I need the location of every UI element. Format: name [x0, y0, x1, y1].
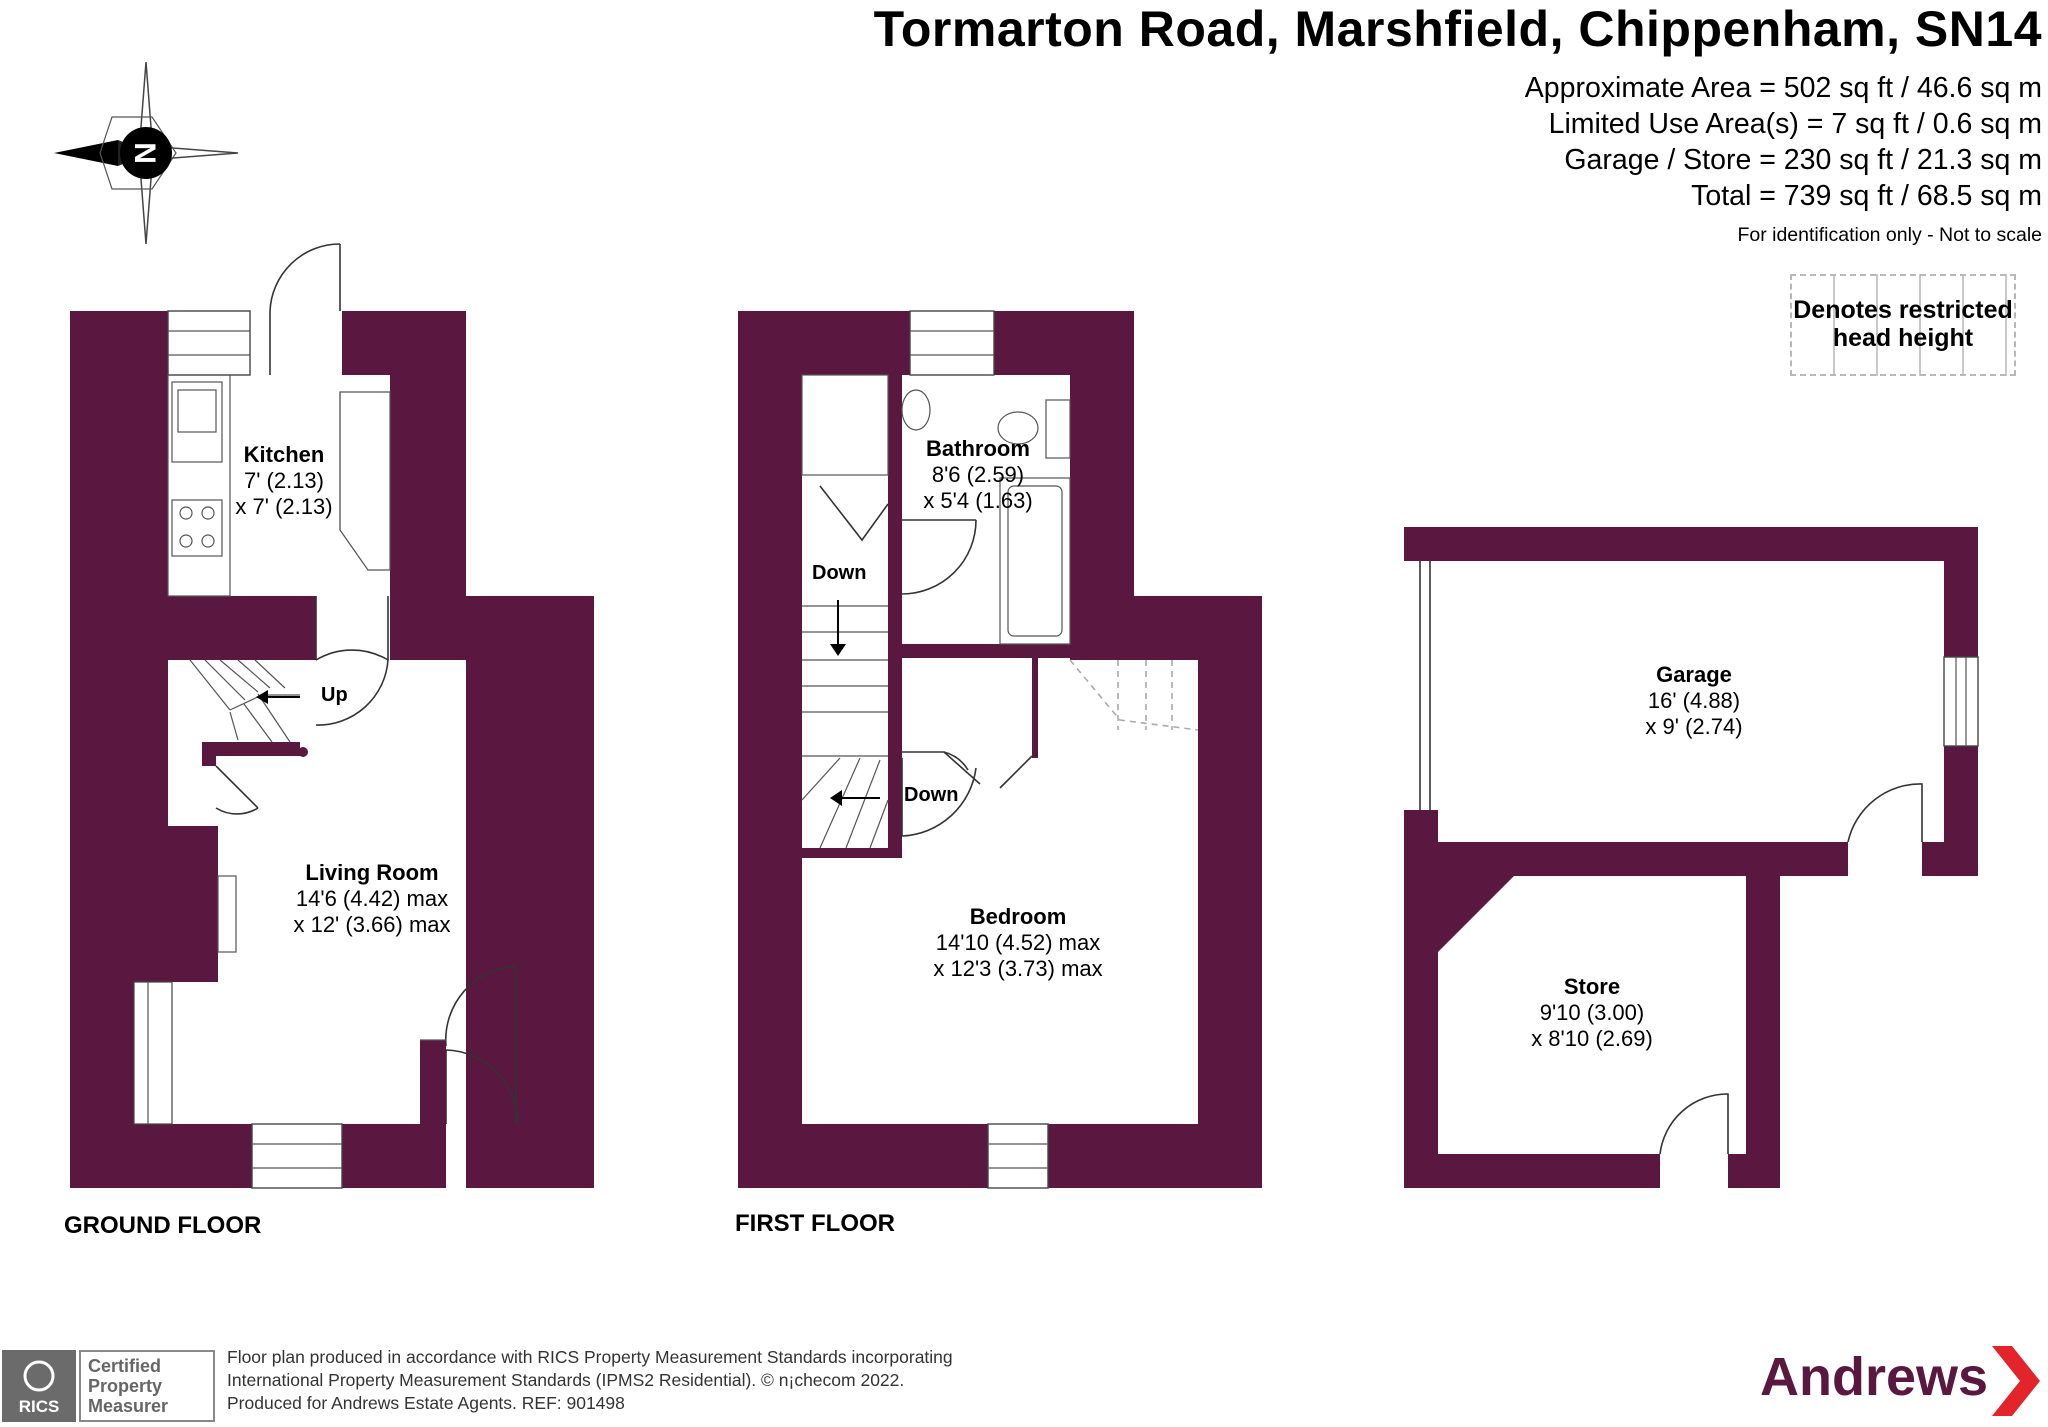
- identification-note: For identification only - Not to scale: [1737, 224, 2042, 246]
- restricted-head-height-legend: Denotes restricted head height: [1790, 274, 2016, 376]
- footer-line-3: Produced for Andrews Estate Agents. REF:…: [227, 1393, 625, 1413]
- room-name: Bathroom: [926, 436, 1030, 461]
- stairs-down-label-upper: Down: [812, 562, 867, 584]
- room-dim-1: 14'6 (4.42) max: [295, 886, 449, 911]
- room-label-kitchen: Kitchen 7' (2.13) x 7' (2.13): [235, 442, 332, 520]
- room-dim-1: 16' (4.88): [1647, 688, 1741, 713]
- room-label-store: Store 9'10 (3.00) x 8'10 (2.69): [1531, 974, 1653, 1052]
- ground-floor-plan: [70, 243, 594, 1189]
- badge-line-1: Certified: [88, 1356, 161, 1376]
- brand-text: Andrews: [1760, 1347, 1989, 1407]
- outbuilding-plan: [1404, 527, 1979, 1188]
- footer-line-1: Floor plan produced in accordance with R…: [227, 1347, 953, 1367]
- legend-line-2: head height: [1832, 324, 1974, 352]
- room-dim-1: 7' (2.13): [243, 468, 325, 493]
- limited-use-area: Limited Use Area(s) = 7 sq ft / 0.6 sq m: [1548, 108, 2042, 140]
- room-name: Kitchen: [243, 442, 325, 467]
- room-dim-1: 14'10 (4.52) max: [935, 930, 1101, 955]
- room-dim-2: x 12'3 (3.73) max: [933, 956, 1103, 981]
- ground-floor-label: GROUND FLOOR: [64, 1212, 262, 1239]
- room-dim-2: x 12' (3.66) max: [293, 912, 451, 937]
- room-dim-2: x 8'10 (2.69): [1531, 1026, 1653, 1051]
- andrews-brand-logo: Andrews: [1760, 1346, 1988, 1408]
- room-dim-1: 9'10 (3.00): [1539, 1000, 1645, 1025]
- total-area: Total = 739 sq ft / 68.5 sq m: [1691, 180, 2042, 212]
- footer-line-2: International Property Measurement Stand…: [227, 1370, 905, 1390]
- legend-line-1: Denotes restricted: [1793, 296, 2013, 324]
- rics-certified-badge: RICS Certified Property Measurer: [2, 1350, 216, 1427]
- room-label-bathroom: Bathroom 8'6 (2.59) x 5'4 (1.63): [923, 436, 1032, 514]
- property-address-title: Tormarton Road, Marshfield, Chippenham, …: [873, 1, 2042, 57]
- first-floor-plan: [738, 310, 1262, 1189]
- room-label-bedroom: Bedroom 14'10 (4.52) max x 12'3 (3.73) m…: [933, 904, 1102, 982]
- garage-store-area: Garage / Store = 230 sq ft / 21.3 sq m: [1564, 144, 2042, 176]
- approximate-area: Approximate Area = 502 sq ft / 46.6 sq m: [1524, 72, 2042, 104]
- room-dim-1: 8'6 (2.59): [931, 462, 1025, 487]
- rics-logo-text: RICS: [19, 1397, 60, 1416]
- stairs-up-label: Up: [321, 684, 348, 706]
- badge-line-3: Measurer: [88, 1396, 168, 1416]
- room-name: Garage: [1656, 662, 1732, 687]
- room-dim-2: x 5'4 (1.63): [923, 488, 1033, 513]
- compass-icon: [54, 61, 239, 245]
- footer-disclaimer: Floor plan produced in accordance with R…: [227, 1346, 953, 1415]
- compass-label: N: [130, 142, 163, 164]
- first-floor-label: FIRST FLOOR: [735, 1210, 895, 1237]
- room-name: Store: [1563, 974, 1621, 999]
- chevron-right-icon: [1992, 1346, 2040, 1416]
- stairs-down-label-lower: Down: [904, 784, 959, 806]
- room-label-living-room: Living Room 14'6 (4.42) max x 12' (3.66)…: [293, 860, 450, 938]
- room-label-garage: Garage 16' (4.88) x 9' (2.74): [1645, 662, 1742, 740]
- rics-logo-icon: RICS Certified Property Measurer: [2, 1350, 215, 1422]
- room-dim-2: x 7' (2.13): [235, 494, 333, 519]
- room-dim-2: x 9' (2.74): [1645, 714, 1743, 739]
- badge-line-2: Property: [88, 1376, 162, 1396]
- room-name: Bedroom: [969, 904, 1067, 929]
- legend-text: Denotes restricted head height: [1792, 296, 2014, 352]
- room-name: Living Room: [305, 860, 439, 885]
